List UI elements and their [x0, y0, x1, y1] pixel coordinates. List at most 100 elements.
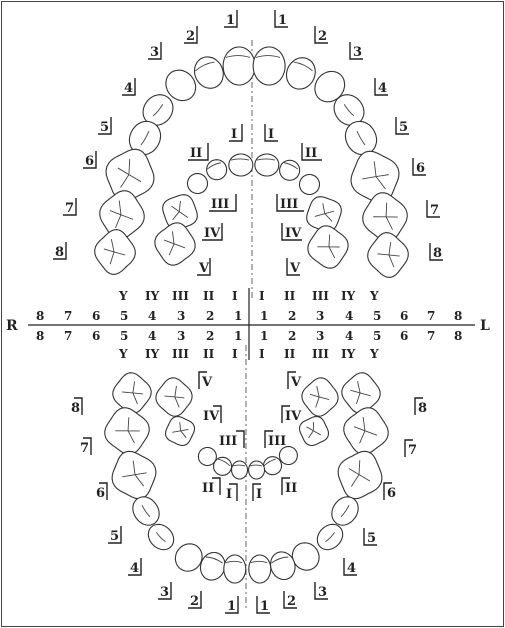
lower-permanent-label: 8: [71, 398, 82, 416]
lower-primary-label-text: II: [202, 481, 214, 496]
upper-permanent-label-text: 8: [55, 245, 64, 260]
formula-cell: II: [203, 289, 215, 303]
upper-primary-tooth: [229, 154, 253, 176]
upper-primary-tooth: [207, 160, 227, 180]
formula-cell: 8: [36, 329, 44, 343]
upper-primary-label-text: IV: [204, 226, 221, 241]
upper-permanent-tooth: [143, 95, 173, 126]
upper-permanent-label-text: 5: [100, 120, 109, 135]
formula-cell: 6: [92, 309, 100, 323]
upper-permanent-tooth-outline: [195, 57, 224, 88]
formula-cell: 6: [92, 329, 100, 343]
lower-primary-teeth: [156, 378, 338, 479]
formula-cell: 8: [36, 309, 44, 323]
lower-primary-labels: VVIVIVIIIIIIIIIIII: [199, 372, 302, 502]
upper-primary-labels: IIIIIIIIIIIIIVIVVV: [188, 124, 322, 276]
upper-permanent-tooth-outline: [334, 95, 364, 126]
upper-permanent-label: 1: [275, 10, 288, 28]
upper-primary-teeth: [155, 154, 348, 268]
formula-cell: I: [259, 289, 265, 303]
upper-permanent-label: 5: [98, 117, 111, 135]
upper-permanent-label: 5: [396, 117, 409, 135]
lower-permanent-tooth: [133, 497, 159, 525]
lower-permanent-tooth-outline: [224, 555, 246, 583]
upper-permanent-label-text: 6: [85, 154, 94, 169]
upper-primary-label: II: [188, 143, 208, 161]
lower-primary-label: V: [199, 372, 213, 390]
lower-permanent-tooth-outline: [201, 553, 226, 581]
formula-cell: III: [312, 347, 329, 361]
lower-primary-tooth: [156, 378, 192, 416]
lower-permanent-tooth: [112, 451, 156, 498]
lower-permanent-label: 3: [315, 582, 328, 600]
upper-primary-tooth: [188, 174, 208, 194]
upper-primary-label: II: [302, 143, 322, 161]
formula-cell: Y: [118, 289, 128, 303]
upper-permanent-label: 4: [122, 78, 135, 96]
lower-permanent-tooth-outline: [332, 497, 358, 525]
upper-permanent-label-text: 7: [65, 201, 74, 216]
upper-primary-tooth-outline: [300, 175, 320, 195]
lower-permanent-label: 1: [257, 596, 270, 614]
lower-primary-label: III: [219, 431, 244, 449]
lower-primary-tooth: [300, 417, 329, 446]
lower-permanent-tooth: [249, 555, 271, 583]
lower-permanent-tooth: [224, 555, 246, 583]
upper-permanent-tooth: [195, 57, 224, 88]
lower-primary-label-text: IV: [285, 409, 302, 424]
lower-permanent-label: 2: [188, 591, 201, 609]
formula-cell: 3: [316, 309, 324, 323]
upper-primary-label: IV: [202, 223, 222, 241]
formula-cell: 4: [345, 309, 353, 323]
lower-permanent-label-text: 7: [408, 443, 417, 458]
lower-permanent-tooth-outline: [175, 544, 202, 571]
lower-primary-tooth-outline: [264, 457, 282, 475]
formula-cell: 1: [260, 309, 268, 323]
lower-primary-label: V: [288, 372, 302, 390]
upper-primary-label: III: [209, 194, 236, 212]
lower-permanent-label: 6: [384, 483, 396, 501]
upper-primary-tooth: [155, 223, 195, 265]
upper-permanent-tooth: [334, 95, 364, 126]
upper-permanent-label-text: 1: [226, 13, 235, 28]
lower-permanent-label-text: 1: [260, 599, 269, 614]
formula-cell: Y: [118, 347, 128, 361]
lower-permanent-tooth-outline: [271, 552, 296, 580]
right-side-label: R: [6, 318, 18, 334]
formula-cell: I: [259, 347, 265, 361]
upper-permanent-label-text: 7: [430, 203, 439, 218]
lower-permanent-label-text: 7: [80, 441, 89, 456]
upper-primary-tooth-outline: [229, 154, 253, 176]
lower-primary-label: IV: [203, 406, 221, 424]
lower-primary-label: IV: [282, 406, 302, 424]
lower-permanent-label-text: 8: [71, 401, 80, 416]
lower-permanent-label: 7: [80, 438, 91, 456]
upper-permanent-tooth: [223, 47, 255, 85]
formula-cell: 3: [177, 309, 185, 323]
formula-cell: I: [232, 347, 238, 361]
lower-permanent-label-text: 5: [367, 531, 376, 546]
upper-primary-label: V: [287, 258, 301, 276]
formula-cell: IY: [145, 289, 160, 303]
upper-primary-tooth: [255, 154, 279, 176]
formula-cell: 2: [206, 329, 214, 343]
upper-permanent-tooth-outline: [253, 47, 285, 85]
lower-permanent-label-text: 3: [318, 585, 327, 600]
lower-primary-label-text: III: [268, 434, 286, 449]
lower-permanent-tooth: [317, 524, 342, 549]
formula-cell: 7: [427, 329, 435, 343]
upper-permanent-tooth-outline: [287, 58, 316, 89]
lower-permanent-label: 4: [344, 558, 357, 576]
upper-permanent-tooth: [95, 230, 136, 275]
lower-permanent-label-text: 6: [387, 486, 396, 501]
lower-primary-label-text: II: [285, 481, 297, 496]
upper-permanent-label: 3: [148, 42, 161, 60]
lower-permanent-tooth: [332, 497, 358, 525]
lower-primary-label-text: I: [226, 487, 232, 502]
lower-permanent-label: 3: [158, 582, 171, 600]
lower-permanent-tooth-outline: [317, 524, 342, 549]
upper-primary-label-text: II: [190, 146, 202, 161]
left-side-label: L: [480, 318, 490, 334]
lower-permanent-label: 7: [405, 440, 417, 458]
upper-permanent-tooth: [166, 70, 196, 100]
